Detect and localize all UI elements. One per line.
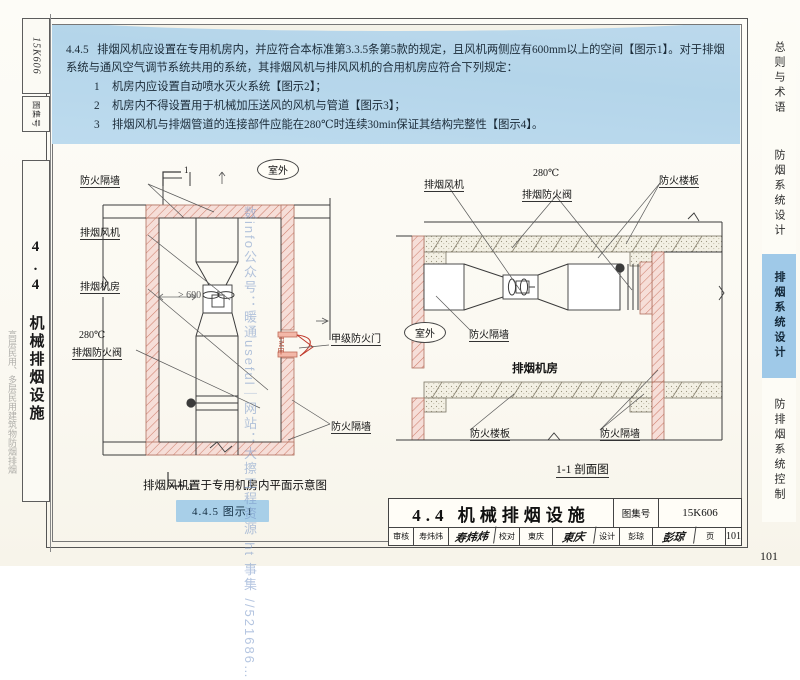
- clause-paragraph: 4.4.5 排烟风机应设置在专用机房内，并应符合本标准第3.3.5条第5款的规定…: [66, 41, 730, 77]
- label-section-mark-bottom: 1: [188, 482, 193, 492]
- sheet-spine: [20, 14, 51, 552]
- label-fire-door: 甲级防火门: [331, 330, 381, 346]
- clause-item-number: 3: [94, 119, 100, 131]
- design-label: 设计: [595, 528, 621, 545]
- design-name: 彭琼: [620, 528, 654, 545]
- clause-item-text: 排烟风机与排烟管道的连接部件应能在280℃时连续30min保证其结构完整性【图示…: [112, 119, 544, 131]
- check-name: 東庆: [520, 528, 553, 545]
- title-block-row-signatures: 审核 寿炜炜 寿炜炜 校对 東庆 東庆 设计 彭琼 彭琼 页 101: [389, 526, 742, 547]
- label-outdoor-left: 室外: [257, 159, 299, 180]
- label-outdoor-right: 室外: [404, 322, 446, 343]
- clause-item: 1 机房内应设置自动喷水灭火系统【图示2】；: [66, 78, 730, 96]
- label-fire-floor-slab-right-bottom: 防火楼板: [470, 425, 510, 441]
- label-fire-partition-wall-right: 防火隔墙: [469, 326, 509, 342]
- title-block-atlas-label: 图集号: [614, 499, 659, 527]
- label-section-mark-top: 1: [184, 165, 189, 175]
- spine-atlas-label: 图集号: [22, 96, 50, 132]
- clause-item: 3 排烟风机与排烟管道的连接部件应能在280℃时连续30min保证其结构完整性【…: [66, 116, 730, 134]
- clause-item: 2 机房内不得设置用于机械加压送风的风机与管道【图示3】；: [66, 97, 730, 115]
- label-valve-temp-right: 280℃: [533, 168, 560, 179]
- clause-item-text: 机房内不得设置用于机械加压送风的风机与管道【图示3】；: [112, 100, 406, 112]
- title-block-atlas-number: 15K606: [682, 507, 718, 519]
- check-signature: 東庆: [551, 526, 597, 547]
- design-signature: 彭琼: [651, 526, 697, 547]
- figure-right-caption: 1-1 剖面图: [556, 461, 609, 478]
- spine-atlas-number: 15K606: [22, 18, 50, 94]
- tab-label: 防排烟系统控制: [773, 397, 785, 503]
- page-label: 页: [695, 528, 727, 545]
- page-value: 101: [726, 531, 742, 542]
- title-block-title: 4.4 机械排烟设施: [389, 499, 614, 527]
- index-tab-strip: 总则与术语 防烟系统设计 排烟系统设计 防排烟系统控制: [762, 22, 796, 522]
- tab-label: 排烟系统设计: [773, 271, 785, 361]
- tab-smoke-system-control[interactable]: 防排烟系统控制: [762, 378, 796, 522]
- label-clearance-600: > 600: [178, 290, 202, 301]
- title-block-row-main: 4.4 机械排烟设施 图集号 15K606: [389, 499, 741, 527]
- review-label: 审核: [389, 528, 415, 545]
- clause-note-body: 4.4.5 排烟风机应设置在专用机房内，并应符合本标准第3.3.5条第5款的规定…: [66, 41, 730, 134]
- clause-item-text: 机房内应设置自动喷水灭火系统【图示2】；: [112, 81, 327, 93]
- clause-item-number: 2: [94, 100, 100, 112]
- label-fire-partition-wall-left-bottom: 防火隔墙: [331, 418, 371, 434]
- tab-general-terms[interactable]: 总则与术语: [762, 22, 796, 135]
- clause-number: 4.4.5: [66, 44, 89, 56]
- label-fire-partition-wall-left: 防火隔墙: [80, 172, 120, 188]
- sheet-page-number: 101: [760, 549, 778, 563]
- figure-left-badge: 4.4.5 图示1: [176, 500, 270, 522]
- check-label: 校对: [495, 528, 521, 545]
- label-smoke-exhaust-fan-left: 排烟风机: [80, 224, 120, 240]
- review-signature: 寿炜炜: [447, 526, 497, 547]
- spine-watermark: 高层民用、多层民用建筑物防烟排烟: [7, 330, 17, 474]
- tab-label: 总则与术语: [773, 40, 785, 116]
- label-fire-door-mark: FM甲: [277, 337, 285, 355]
- label-smoke-fire-damper-left: 排烟防火阀: [72, 344, 122, 360]
- tab-smoke-prevention-design[interactable]: 防烟系统设计: [762, 134, 796, 255]
- review-name: 寿炜炜: [414, 528, 449, 545]
- label-fan-room-right: 排烟机房: [512, 363, 558, 375]
- label-smoke-fire-damper-right: 排烟防火阀: [522, 186, 572, 202]
- tab-smoke-exhaust-design[interactable]: 排烟系统设计: [762, 254, 796, 379]
- label-fire-partition-wall-right-bottom: 防火隔墙: [600, 425, 640, 441]
- label-fan-room-left: 排烟机房: [80, 278, 120, 294]
- spine-section-title: 4.4 机械排烟设施: [22, 160, 50, 502]
- tab-label: 防烟系统设计: [773, 149, 785, 239]
- title-block: 4.4 机械排烟设施 图集号 15K606 审核 寿炜炜 寿炜炜 校对 東庆 東…: [388, 498, 742, 547]
- label-valve-temp-left: 280℃: [79, 330, 106, 341]
- label-smoke-exhaust-fan-right: 排烟风机: [424, 176, 464, 192]
- clause-text: 排烟风机应设置在专用机房内，并应符合本标准第3.3.5条第5款的规定，且风机两侧…: [66, 44, 725, 74]
- figure-left-caption: 排烟风机置于专用机房内平面示意图: [143, 480, 327, 492]
- label-fire-floor-slab-right: 防火楼板: [659, 172, 699, 188]
- clause-item-number: 1: [94, 81, 100, 93]
- clause-note-band: 4.4.5 排烟风机应设置在专用机房内，并应符合本标准第3.3.5条第5款的规定…: [52, 25, 740, 144]
